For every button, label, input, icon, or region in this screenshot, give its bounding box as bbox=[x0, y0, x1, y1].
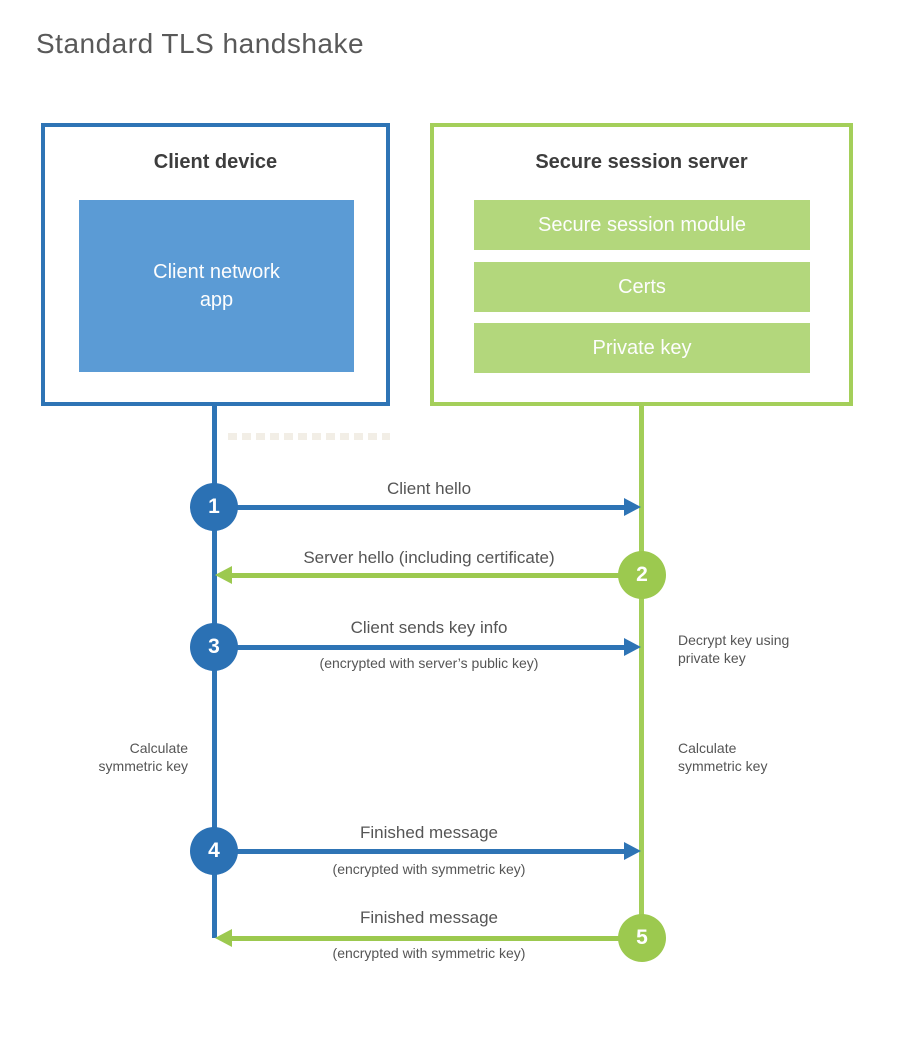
step-label-client-hello: Client hello bbox=[386, 479, 472, 498]
arrowhead-right-icon bbox=[624, 498, 641, 516]
client-network-app-rect: Client network app bbox=[79, 200, 354, 372]
arrowhead-left-icon bbox=[215, 929, 232, 947]
arrowhead-right-icon bbox=[624, 842, 641, 860]
server-module-bar-secure-session-module: Secure session module bbox=[474, 200, 810, 250]
page-title: Standard TLS handshake bbox=[36, 28, 365, 59]
step-label-server-hello: Server hello (including certificate) bbox=[303, 548, 555, 567]
step-circle-2: 2 bbox=[618, 551, 666, 599]
arrow-step-1 bbox=[214, 505, 626, 510]
arrow-step-5 bbox=[231, 936, 642, 941]
step-sublabel-encrypted-symmetric-key-client: (encrypted with symmetric key) bbox=[332, 861, 526, 877]
client-device-heading: Client device bbox=[153, 151, 278, 173]
server-module-bar-private-key: Private key bbox=[474, 323, 810, 373]
step-sublabel-encrypted-public-key: (encrypted with server’s public key) bbox=[319, 655, 539, 671]
secure-session-server-heading: Secure session server bbox=[535, 151, 748, 173]
step-circle-5: 5 bbox=[618, 914, 666, 962]
step-circle-1: 1 bbox=[190, 483, 238, 531]
note-calculate-symmetric-key-left: Calculate symmetric key bbox=[98, 740, 188, 775]
client-lifeline bbox=[212, 406, 217, 938]
step-label-finished-message-client: Finished message bbox=[360, 823, 498, 842]
step-circle-3: 3 bbox=[190, 623, 238, 671]
step-sublabel-encrypted-symmetric-key-server: (encrypted with symmetric key) bbox=[332, 945, 526, 961]
step-label-finished-message-server: Finished message bbox=[360, 908, 498, 927]
note-decrypt-key-using-private-key: Decrypt key using private key bbox=[678, 632, 790, 667]
step-circle-4: 4 bbox=[190, 827, 238, 875]
note-calculate-symmetric-key-right: Calculate symmetric key bbox=[678, 740, 768, 775]
arrow-step-2 bbox=[231, 573, 642, 578]
step-label-client-sends-key-info: Client sends key info bbox=[350, 618, 508, 637]
arrowhead-right-icon bbox=[624, 638, 641, 656]
faint-dashed-line bbox=[228, 433, 390, 440]
arrow-step-4 bbox=[214, 849, 626, 854]
arrow-step-3 bbox=[214, 645, 626, 650]
server-lifeline bbox=[639, 406, 644, 938]
arrowhead-left-icon bbox=[215, 566, 232, 584]
server-module-bar-certs: Certs bbox=[474, 262, 810, 312]
